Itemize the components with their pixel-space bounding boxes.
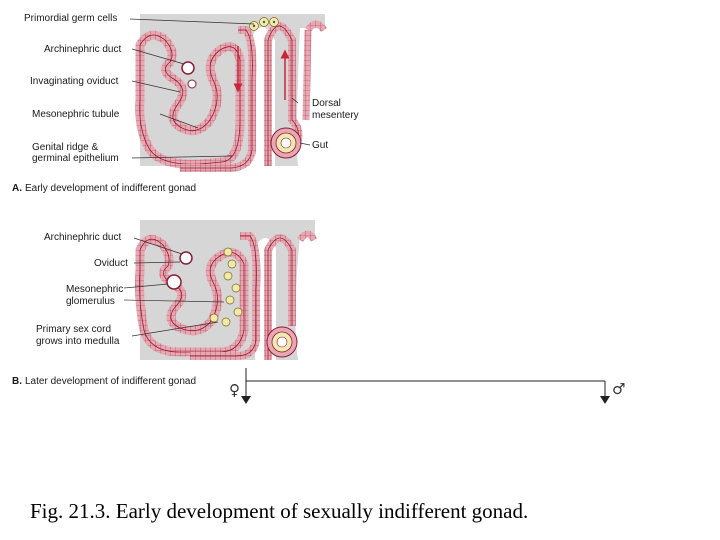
panel-b-germ-cells <box>209 247 243 327</box>
panel-b-glomerulus <box>166 274 182 290</box>
label-dorsal-mesentery-2: mesentery <box>312 110 359 121</box>
label-mesonephric-glomerulus-2: glomerulus <box>66 296 115 307</box>
panel-b-archinephric-duct <box>179 251 193 265</box>
development-bracket <box>241 368 610 404</box>
label-archinephric-duct-b: Archinephric duct <box>44 232 122 243</box>
panel-a-archinephric-duct <box>181 61 195 75</box>
label-invaginating-oviduct: Invaginating oviduct <box>30 76 119 87</box>
label-gut: Gut <box>312 140 329 151</box>
male-symbol: ♂ <box>612 380 626 398</box>
panel-b-title: B.Later development of indifferent gonad <box>12 376 196 387</box>
panel-a-germ-cells <box>249 17 279 31</box>
label-primordial-germ-cells: Primordial germ cells <box>24 13 118 24</box>
figure-caption: Fig. 21.3. Early development of sexually… <box>30 499 529 523</box>
label-genital-ridge-1: Genital ridge & <box>32 142 99 153</box>
panel-a-title: A.Early development of indifferent gonad <box>12 183 196 194</box>
label-primary-sex-cord-2: grows into medulla <box>36 336 120 347</box>
label-archinephric-duct-a: Archinephric duct <box>44 44 122 55</box>
label-mesonephric-glomerulus-1: Mesonephric <box>66 284 124 295</box>
panel-b-illustration <box>123 220 318 360</box>
label-primary-sex-cord-1: Primary sex cord <box>36 324 112 335</box>
label-oviduct: Oviduct <box>94 258 128 269</box>
female-symbol: ♀ <box>229 381 240 399</box>
panel-a-illustration <box>129 14 327 172</box>
panel-b-title-text: Later development of indifferent gonad <box>25 376 197 387</box>
panel-a-title-text: Early development of indifferent gonad <box>25 183 197 194</box>
label-dorsal-mesentery-1: Dorsal <box>312 98 341 109</box>
panel-b-letter: B. <box>12 376 22 387</box>
label-genital-ridge-2: germinal epithelium <box>32 153 119 164</box>
label-mesonephric-tubule: Mesonephric tubule <box>32 109 120 120</box>
panel-a-letter: A. <box>12 183 22 194</box>
